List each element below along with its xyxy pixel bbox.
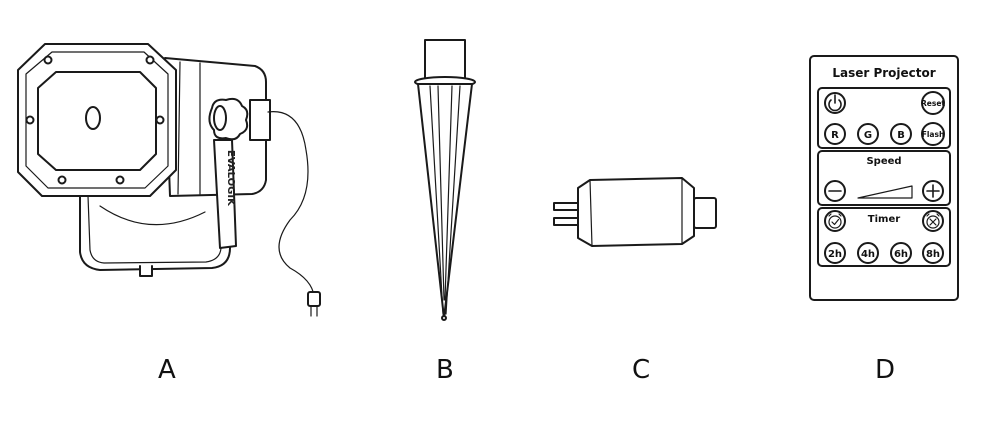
- timer-8h-label: 8h: [926, 249, 940, 260]
- speed-up-button[interactable]: [922, 180, 944, 202]
- remote-title: Laser Projector: [832, 66, 935, 80]
- alarm-check-icon: [828, 213, 842, 229]
- timer-2h-button[interactable]: 2h: [824, 242, 846, 264]
- label-B: B: [436, 355, 454, 385]
- timer-4h-label: 4h: [861, 249, 875, 260]
- label-A: A: [158, 355, 176, 385]
- reset-button[interactable]: Reset: [921, 91, 945, 115]
- timer-2h-label: 2h: [828, 249, 842, 260]
- color-label-b: B: [897, 130, 905, 141]
- timer-6h-label: 6h: [894, 249, 908, 260]
- speed-ramp-icon: [857, 185, 913, 199]
- remote-control-icon: Laser Projector Reset R G B Fl: [809, 55, 959, 301]
- speed-label: Speed: [866, 156, 901, 167]
- ground-stake-icon: [414, 39, 476, 321]
- timer-6h-button[interactable]: 6h: [890, 242, 912, 264]
- color-label-g: G: [864, 130, 872, 141]
- plus-icon: [926, 184, 940, 198]
- color-button-b[interactable]: B: [890, 123, 912, 145]
- timer-8h-button[interactable]: 8h: [922, 242, 944, 264]
- flash-label: Flash: [922, 130, 945, 139]
- color-label-r: R: [831, 130, 839, 141]
- power-icon: [828, 94, 842, 112]
- timer-on-button[interactable]: [824, 210, 846, 232]
- timer-4h-button[interactable]: 4h: [857, 242, 879, 264]
- flash-button[interactable]: Flash: [921, 122, 945, 146]
- timer-label: Timer: [868, 214, 900, 225]
- label-D: D: [875, 355, 895, 385]
- alarm-x-icon: [926, 213, 940, 229]
- power-button[interactable]: [824, 92, 846, 114]
- projector-brand: EVALOGIK: [225, 150, 236, 207]
- laser-projector-icon: EVALOGIK: [17, 43, 321, 317]
- power-adapter-icon: [553, 177, 717, 247]
- color-button-g[interactable]: G: [857, 123, 879, 145]
- speed-down-button[interactable]: [824, 180, 846, 202]
- timer-off-button[interactable]: [922, 210, 944, 232]
- label-C: C: [632, 355, 650, 385]
- reset-label: Reset: [921, 99, 945, 108]
- color-button-r[interactable]: R: [824, 123, 846, 145]
